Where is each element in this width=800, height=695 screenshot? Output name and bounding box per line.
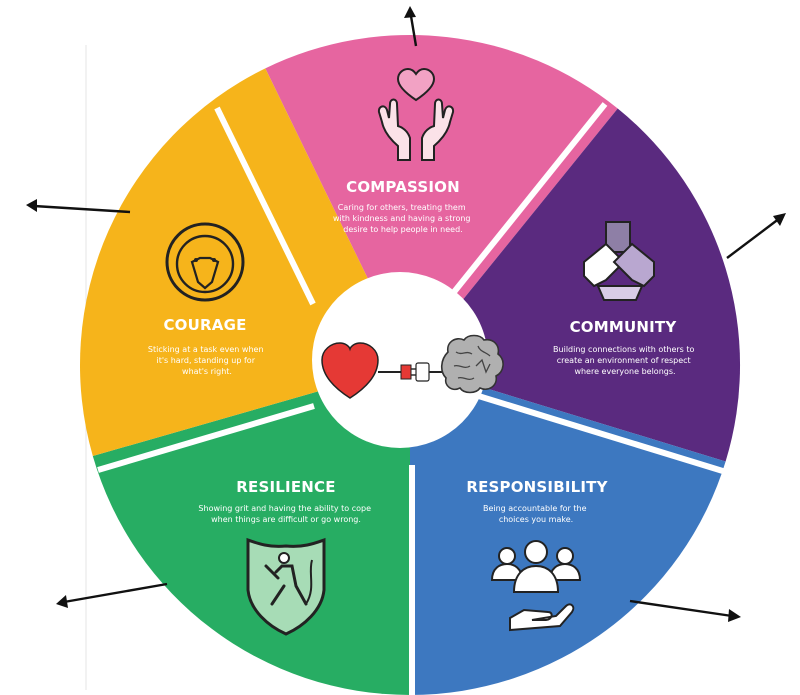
outward-arrows [26,6,786,622]
hands-heart-icon [377,67,455,161]
courage-description: Sticking at a task even when it's hard, … [148,345,266,376]
community-description-line: Building connections with others to [553,345,694,354]
compassion-description-line: with kindness and having a strong [333,214,471,223]
climbing-rope-icon [305,559,313,605]
separator-compassion-community [447,102,608,299]
segment-separators [97,102,727,695]
plug-socket-red [400,364,412,380]
center-circle [312,272,488,448]
climber-head-icon [278,552,290,564]
arrow-lower-right [629,599,733,618]
lion-eye-left-icon [194,258,198,262]
responsibility-description: Being accountable for the choices you ma… [483,504,589,524]
heart-icon [321,342,379,399]
arrow-top-head [404,6,416,18]
hand-left-icon [583,242,626,288]
courage-description-line: it's hard, standing up for [156,356,255,365]
supporting-hand-icon [509,603,575,632]
arrow-upper-left [33,204,131,214]
resilience-title: RESILIENCE [236,478,335,496]
right-hand-icon [421,98,455,161]
arrow-lower-left [63,582,168,604]
lion-eye-right-icon [212,258,216,262]
climber-figure-icon [264,564,308,606]
responsibility-description-line: choices you make. [499,515,573,524]
person-right-body-icon [548,562,582,581]
compassion-heart-icon [396,67,436,102]
community-description-line: create an environment of respect [557,356,691,365]
brain-icon [440,334,504,394]
responsibility-title: RESPONSIBILITY [466,478,608,496]
heart-plug-brain-icon [321,334,504,399]
lion-face-icon [190,256,220,290]
community-description-line: where everyone belongs. [574,367,675,376]
person-left-head-icon [498,547,516,565]
person-center-head-icon [524,540,548,564]
separator-resilience-courage [97,403,315,473]
resilience-description-line: when things are difficult or go wrong. [211,515,361,524]
plug-socket-white [415,362,430,382]
arrow-lower-right-head [728,609,741,622]
resilience-description: Showing grit and having the ability to c… [198,504,373,524]
courage-title: COURAGE [163,316,246,334]
compassion-title: COMPASSION [346,178,460,196]
arrow-upper-left-head [26,199,37,212]
community-description: Building connections with others to crea… [553,345,697,376]
community-title: COMMUNITY [570,318,678,336]
arrow-lower-left-head [56,595,68,608]
stacked-hands-icon [583,221,655,301]
arrow-upper-right-head [773,213,786,226]
separator-community-responsibility [471,391,727,475]
arrow-upper-right [726,217,781,259]
person-center-body-icon [512,564,560,593]
shield-icon [246,537,326,636]
compassion-description: Caring for others, treating them with ki… [333,203,473,234]
person-right-head-icon [556,547,574,565]
courage-description-line: Sticking at a task even when [148,345,264,354]
segment-compassion [265,34,618,366]
lion-mane-inner-icon [175,234,235,294]
left-hand-icon [377,98,411,161]
separator-courage-compassion [214,106,316,306]
courage-description-line: what's right. [182,367,232,376]
lion-head-icon [165,222,245,302]
compassion-description-line: Caring for others, treating them [338,203,466,212]
responsibility-description-line: Being accountable for the [483,504,587,513]
resilience-description-line: Showing grit and having the ability to c… [198,504,371,513]
hand-bottom-icon [596,285,644,301]
people-group-hand-icon [490,540,582,632]
compassion-description-line: desire to help people in need. [343,225,462,234]
hand-right-icon [612,242,655,288]
brain-folds [453,345,491,381]
climber-shield-icon [246,537,326,636]
